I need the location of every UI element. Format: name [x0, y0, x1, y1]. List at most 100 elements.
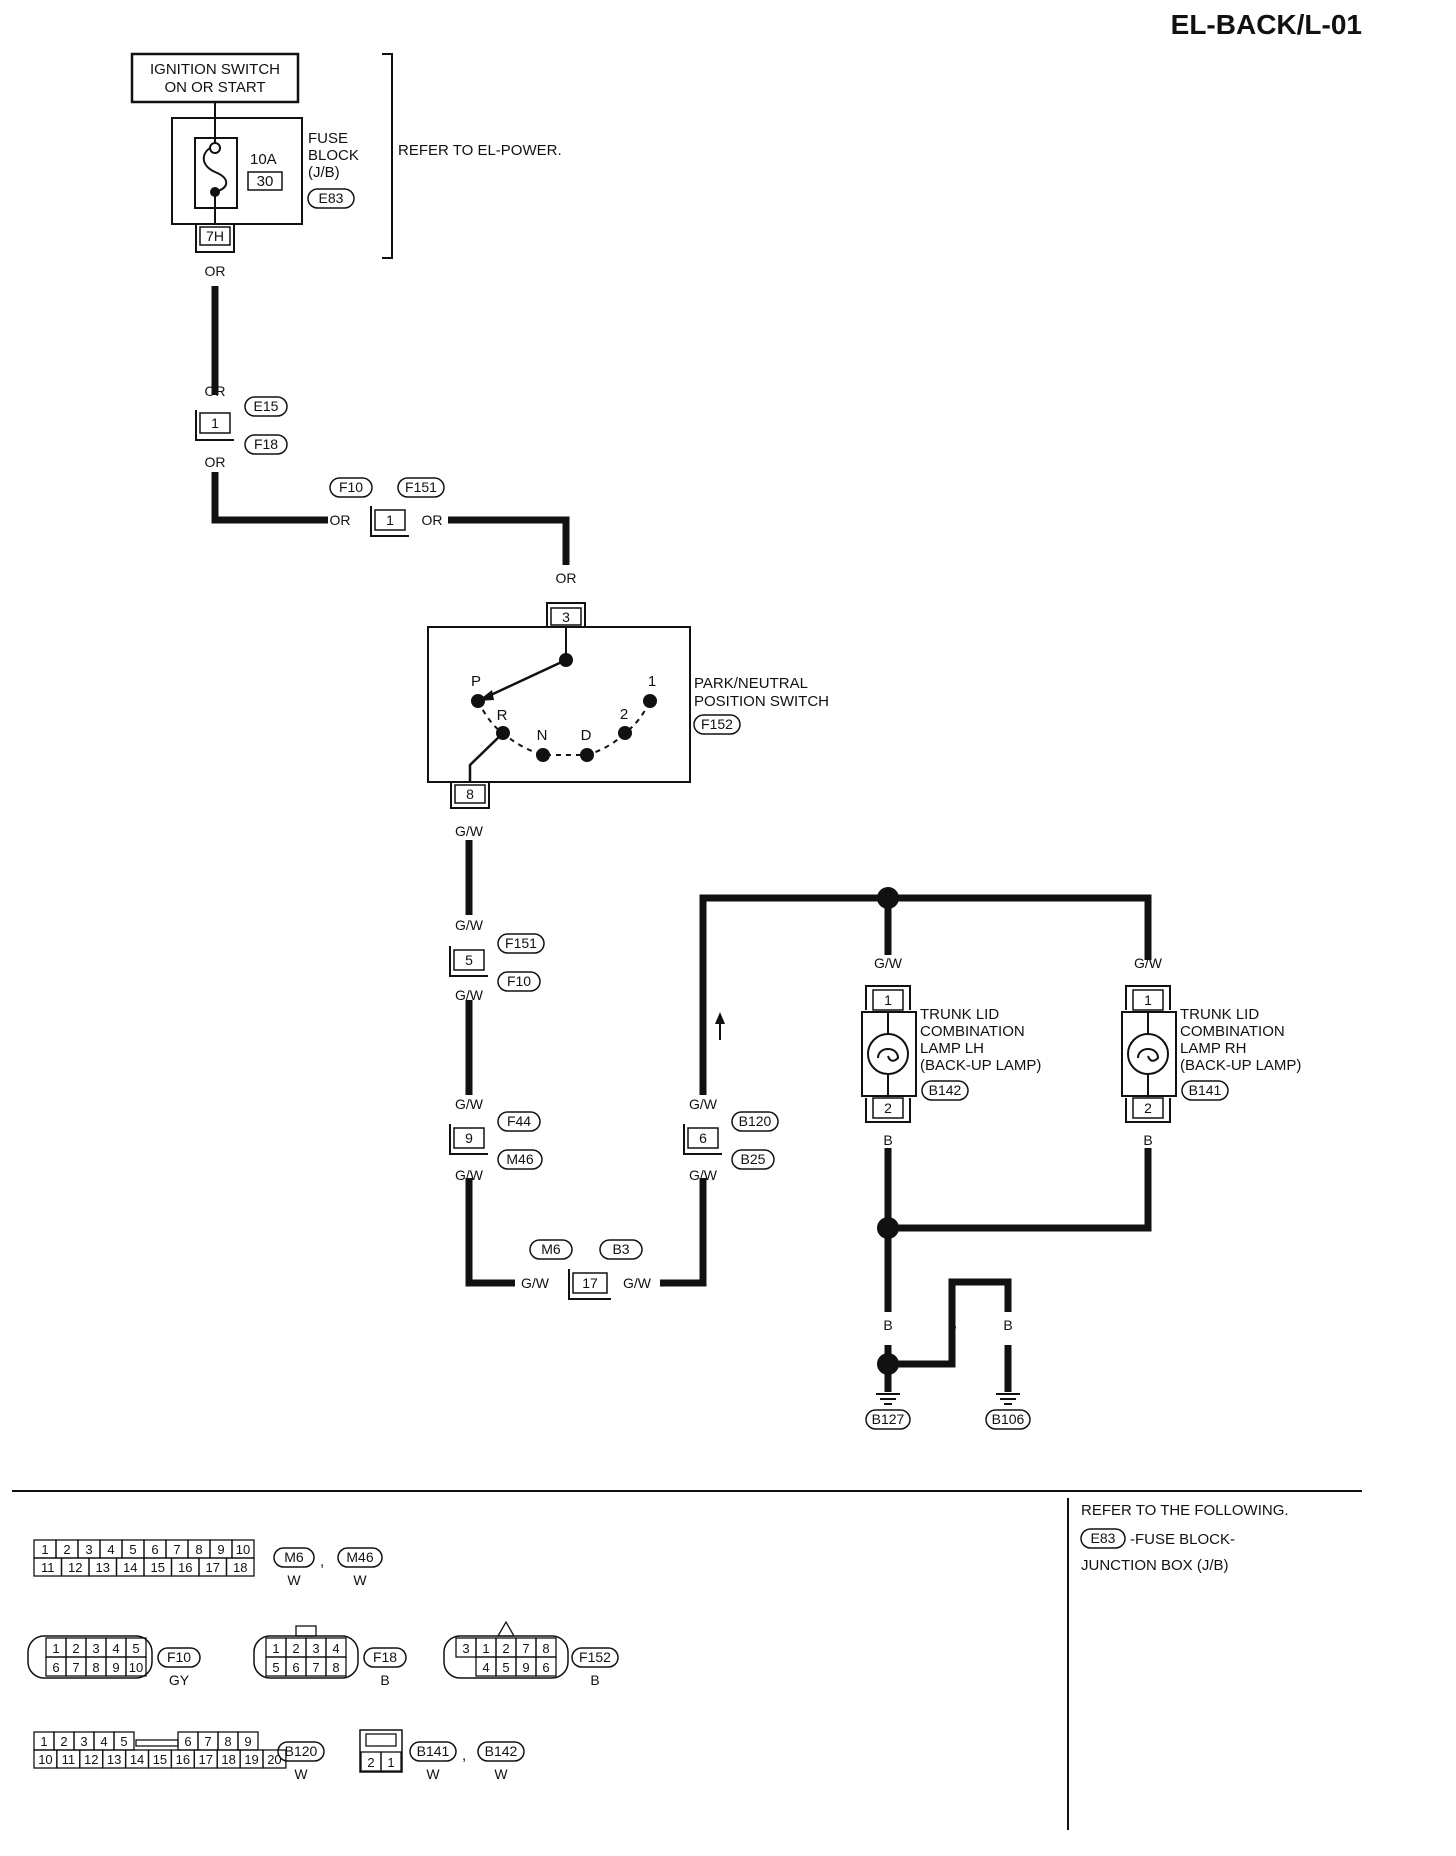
splice-top — [877, 887, 899, 909]
m6-pin: 13 — [96, 1560, 110, 1575]
b120-pin: 4 — [100, 1734, 107, 1749]
f18-pin: 3 — [312, 1641, 319, 1656]
connector-b3: B3 — [612, 1241, 629, 1257]
lamp-lh-pin1: 1 — [884, 992, 892, 1008]
wire-color-gw-7: G/W — [689, 1167, 718, 1183]
lamp-rh-label1: TRUNK LID — [1180, 1006, 1259, 1023]
refer-following-line3: JUNCTION BOX (J/B) — [1081, 1557, 1229, 1574]
refer-bracket — [382, 53, 393, 259]
legend-f10-label: F10 — [167, 1649, 191, 1665]
pin-9: 9 — [465, 1130, 473, 1146]
legend-m6-sep: , — [320, 1553, 324, 1570]
f10-pin: 6 — [52, 1660, 59, 1675]
lamp-rh-label4: (BACK-UP LAMP) — [1180, 1057, 1301, 1074]
ground-b127: B127 — [872, 1411, 905, 1427]
f18-pin: 8 — [332, 1660, 339, 1675]
m6-pin: 7 — [173, 1542, 180, 1557]
b120-pin: 14 — [130, 1752, 144, 1767]
splices — [877, 887, 899, 1375]
ground-b106-icon — [996, 1393, 1020, 1405]
f152-pin: 1 — [482, 1641, 489, 1656]
pin-f10: 1 — [386, 512, 394, 528]
lamp-lh-label1: TRUNK LID — [920, 1006, 999, 1023]
wire-color-b-2: B — [947, 1317, 956, 1333]
f10-pin: 4 — [112, 1641, 119, 1656]
b120-pin: 12 — [84, 1752, 98, 1767]
b120-pin: 9 — [244, 1734, 251, 1749]
m6-pin: 14 — [123, 1560, 137, 1575]
legend-b141-color: W — [426, 1766, 440, 1782]
f18-pin: 1 — [272, 1641, 279, 1656]
legend-b120-label: B120 — [285, 1743, 318, 1759]
b120-pin: 15 — [153, 1752, 167, 1767]
f18-cell — [325, 1656, 347, 1677]
legend-f152-color: B — [590, 1672, 599, 1688]
f18-pin: 4 — [332, 1641, 339, 1656]
m6-cell — [225, 1557, 255, 1577]
f152-pin: 4 — [482, 1660, 489, 1675]
lamp-rh-pin2: 2 — [1144, 1100, 1152, 1116]
wire-or-3 — [448, 516, 570, 565]
pn-switch-connector: F152 — [701, 716, 733, 732]
wire-color-or-4: OR — [330, 512, 351, 528]
connector-m6: M6 — [541, 1241, 561, 1257]
ignition-line1: IGNITION SWITCH — [150, 61, 280, 78]
fuse-block-label3: (J/B) — [308, 164, 340, 181]
legend-m6-color: W — [287, 1572, 301, 1588]
pn-switch-box — [427, 626, 691, 783]
wire-color-gw-rh: G/W — [1134, 955, 1163, 971]
page-code: EL-BACK/L-01 — [1171, 9, 1362, 40]
wire-gw-5 — [699, 894, 1152, 1095]
f10-pin: 2 — [72, 1641, 79, 1656]
f152-pin: 6 — [542, 1660, 549, 1675]
b120-pin: 2 — [60, 1734, 67, 1749]
legend-f152-label: F152 — [579, 1649, 611, 1665]
connector-f44: F44 — [507, 1113, 531, 1129]
wire-color-b-3: B — [1003, 1317, 1012, 1333]
fuse-amp: 10A — [250, 151, 277, 168]
pin-6: 6 — [699, 1130, 707, 1146]
f152-pin: 7 — [522, 1641, 529, 1656]
legend-b141-label: B141 — [417, 1743, 450, 1759]
wire-color-gw-1: G/W — [455, 823, 484, 839]
connector-f18: F18 — [254, 436, 278, 452]
m6-pin: 3 — [85, 1542, 92, 1557]
wire-color-or-6: OR — [556, 570, 577, 586]
b141-pin: 1 — [387, 1755, 394, 1770]
wire-color-b-rh: B — [1143, 1132, 1152, 1148]
wire-color-b-1: B — [883, 1317, 892, 1333]
lamp-rh-label2: COMBINATION — [1180, 1023, 1285, 1040]
lamp-lh-connector: B142 — [929, 1082, 962, 1098]
b120-pin: 3 — [80, 1734, 87, 1749]
b120-pin: 10 — [38, 1752, 52, 1767]
b120-pin: 19 — [244, 1752, 258, 1767]
wire-gw-4 — [660, 1178, 707, 1287]
pn-switch-label2: POSITION SWITCH — [694, 693, 829, 710]
lamp-rh-bulb-icon — [1127, 1033, 1169, 1075]
pos-2: 2 — [620, 706, 628, 723]
b120-pin: 8 — [224, 1734, 231, 1749]
pn-switch-positions — [468, 694, 657, 782]
m6-pin: 11 — [41, 1560, 55, 1575]
pos-d: D — [581, 727, 592, 744]
m6-pin: 12 — [68, 1560, 82, 1575]
legend-f10-color: GY — [169, 1672, 190, 1688]
fuse-block-label2: BLOCK — [308, 147, 359, 164]
b141-cell — [380, 1751, 402, 1772]
refer-following-connector: E83 — [1091, 1530, 1116, 1546]
wire-color-gw-6: G/W — [689, 1096, 718, 1112]
lamp-rh-connector: B141 — [1189, 1082, 1222, 1098]
pn-switch-label1: PARK/NEUTRAL — [694, 675, 808, 692]
f18-pin: 6 — [292, 1660, 299, 1675]
lamp-lh-pin2: 2 — [884, 1100, 892, 1116]
f18-pin: 7 — [312, 1660, 319, 1675]
b120-pin: 5 — [120, 1734, 127, 1749]
f10-pin: 1 — [52, 1641, 59, 1656]
connector-b120: B120 — [739, 1113, 772, 1129]
wire-b-jumper — [888, 1278, 1012, 1368]
legend-m46-color: W — [353, 1572, 367, 1588]
